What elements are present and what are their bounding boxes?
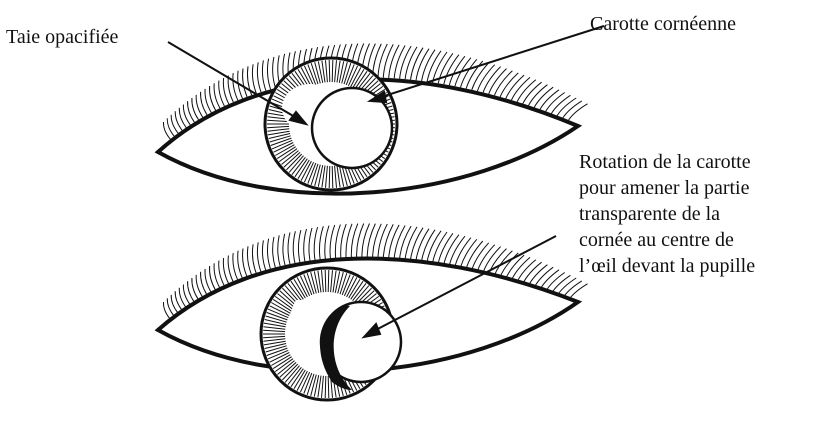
eyelash: [362, 224, 370, 258]
eyelash: [309, 228, 312, 261]
label-rotation: Rotation de la carotte pour amener la pa…: [579, 150, 755, 280]
eye-top: [158, 44, 588, 194]
iris-ray: [328, 270, 329, 292]
eyelash: [252, 244, 256, 273]
eyelash: [325, 226, 329, 260]
eyelash: [278, 235, 281, 267]
eyelash: [243, 249, 248, 277]
eyelash: [183, 285, 190, 306]
iris-ray: [332, 166, 333, 188]
eyelash: [238, 251, 243, 279]
eyelash: [247, 246, 251, 275]
label-rotation-line: cornée au centre de: [579, 228, 755, 254]
eyelash: [252, 64, 256, 93]
eyelash: [188, 101, 195, 122]
eyelash: [319, 226, 323, 260]
iris-top: [265, 58, 397, 190]
eyelash: [569, 104, 588, 120]
eyelash: [192, 278, 199, 300]
eyelash: [314, 227, 317, 260]
eyelash: [163, 122, 170, 139]
eyelash: [298, 230, 300, 263]
label-opaque-scar: Taie opacifiée: [6, 25, 118, 50]
iris-ray: [325, 376, 326, 398]
eyelash: [183, 105, 190, 126]
eyelash: [293, 231, 295, 263]
eyelash: [196, 275, 203, 298]
eyelash: [163, 302, 170, 319]
label-rotation-line: l’œil devant la pupille: [579, 254, 755, 280]
eyelash: [267, 239, 270, 270]
eye-bottom: [158, 224, 588, 401]
eyelash: [171, 295, 178, 314]
eyelash: [209, 86, 215, 111]
eyelash: [262, 60, 265, 90]
eyelash: [357, 224, 364, 258]
eyelash: [341, 224, 347, 258]
eyelash: [201, 272, 208, 295]
eyelash: [175, 291, 182, 310]
eyelash: [167, 298, 174, 316]
eyelash: [373, 224, 382, 258]
eyelash: [330, 225, 335, 259]
eyelash: [205, 269, 211, 293]
eyelash: [167, 118, 174, 136]
eyelash: [273, 237, 276, 268]
eyelash: [273, 57, 276, 88]
eyelash: [257, 62, 261, 92]
eyelash: [209, 266, 215, 291]
iris-ray: [329, 60, 330, 82]
eyelash: [243, 69, 248, 97]
iris-ray: [328, 376, 329, 398]
eyelash: [188, 281, 195, 302]
eyelash: [196, 95, 203, 118]
eyelash: [171, 115, 178, 134]
label-rotation-line: transparente de la: [579, 202, 755, 228]
eyelash: [257, 242, 261, 272]
eyelash: [283, 234, 285, 266]
iris-ray: [325, 270, 326, 292]
eyelash: [205, 89, 211, 113]
eyelash: [201, 92, 208, 115]
eyelash: [288, 233, 290, 265]
eyelash: [179, 288, 186, 308]
label-corneal-plug: Carotte cornéenne: [590, 12, 736, 37]
eyelash: [175, 111, 182, 130]
eyelash: [233, 253, 238, 280]
eyelash: [192, 98, 199, 120]
eyelash: [267, 59, 270, 90]
eyelash: [335, 225, 340, 259]
eyelash: [233, 73, 238, 100]
pointer-carotte: [378, 26, 604, 98]
eyelash: [179, 108, 186, 128]
label-rotation-line: pour amener la partie: [579, 176, 755, 202]
label-rotation-line: Rotation de la carotte: [579, 150, 755, 176]
iris-ray: [329, 166, 330, 188]
iris-ray: [332, 60, 333, 82]
eyelash: [304, 229, 307, 262]
eyelash: [367, 224, 375, 258]
eyelash: [262, 240, 265, 270]
